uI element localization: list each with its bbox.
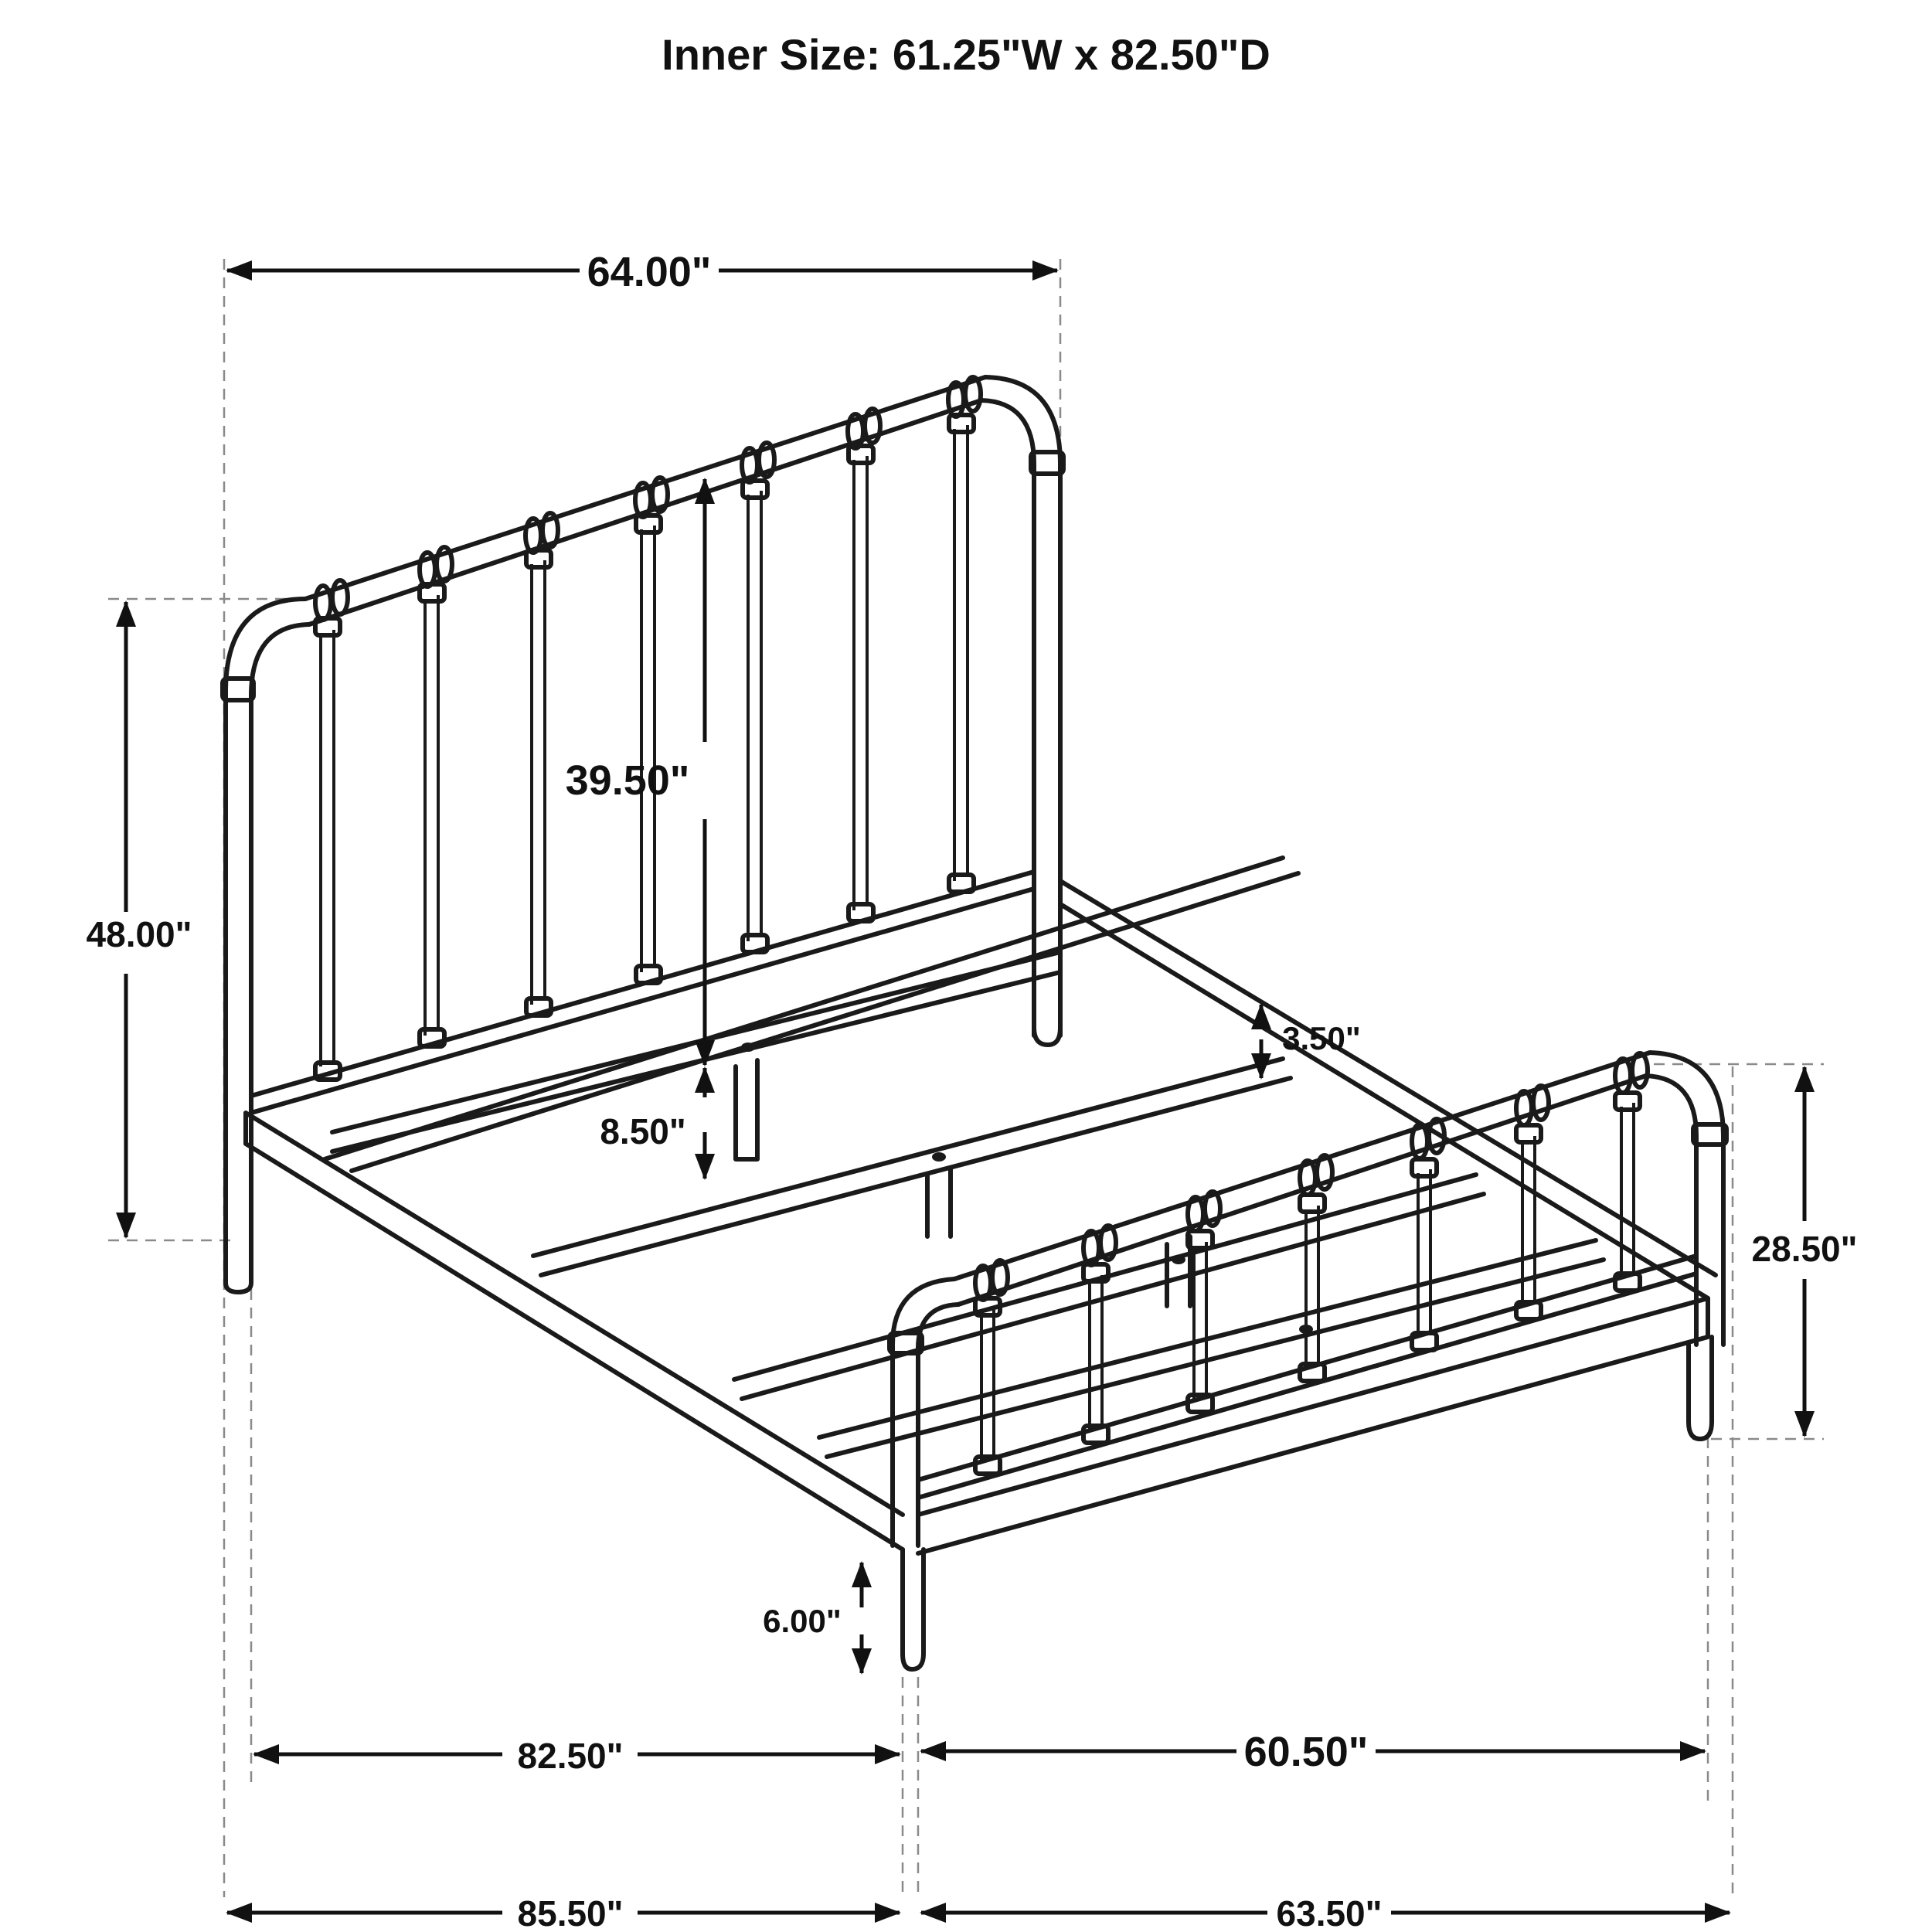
overall-width-label: 63.50" <box>1277 1893 1383 1932</box>
leg-clearance-label: 6.00" <box>763 1603 842 1639</box>
headboard-height-label: 48.00" <box>87 914 192 954</box>
rail-clearance-label: 8.50" <box>600 1111 685 1151</box>
headboard <box>220 375 1066 1294</box>
dimension-labels: 64.00" 48.00" 39.50" 8.50" 3.50" 28.50" … <box>87 249 1858 1932</box>
dimension-arrows <box>116 260 1815 1923</box>
inner-size-title: Inner Size: 61.25"W x 82.50"D <box>662 30 1270 79</box>
inner-length-label: 82.50" <box>518 1736 624 1776</box>
rail-height-label: 3.50" <box>1282 1020 1361 1056</box>
footboard-height-label: 28.50" <box>1752 1229 1858 1269</box>
headboard-width-label: 64.00" <box>587 249 712 295</box>
overall-length-label: 85.50" <box>518 1893 624 1932</box>
headboard-panel-height-label: 39.50" <box>566 757 690 804</box>
inner-width-label: 60.50" <box>1244 1729 1369 1775</box>
footboard <box>887 1050 1729 1548</box>
bed-frame-base <box>243 855 1718 1672</box>
